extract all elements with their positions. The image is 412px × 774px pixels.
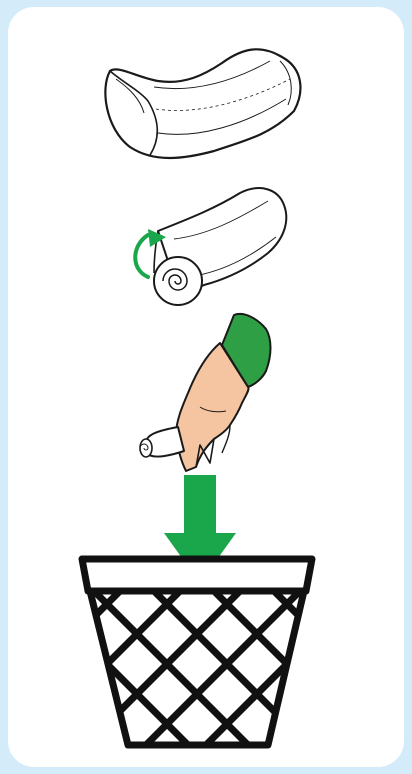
hand-dropping-rolled-liner-icon [126, 307, 286, 477]
hand-illustration [126, 307, 286, 477]
rolled-liner-rotate-arrow-icon [118, 179, 294, 309]
wastebasket [74, 547, 320, 757]
rolled-liner-illustration [118, 179, 294, 309]
liner-pad-illustration [94, 29, 314, 169]
instruction-panel [8, 7, 404, 767]
liner-pad-icon [94, 29, 314, 169]
wastebasket-icon [74, 547, 320, 757]
